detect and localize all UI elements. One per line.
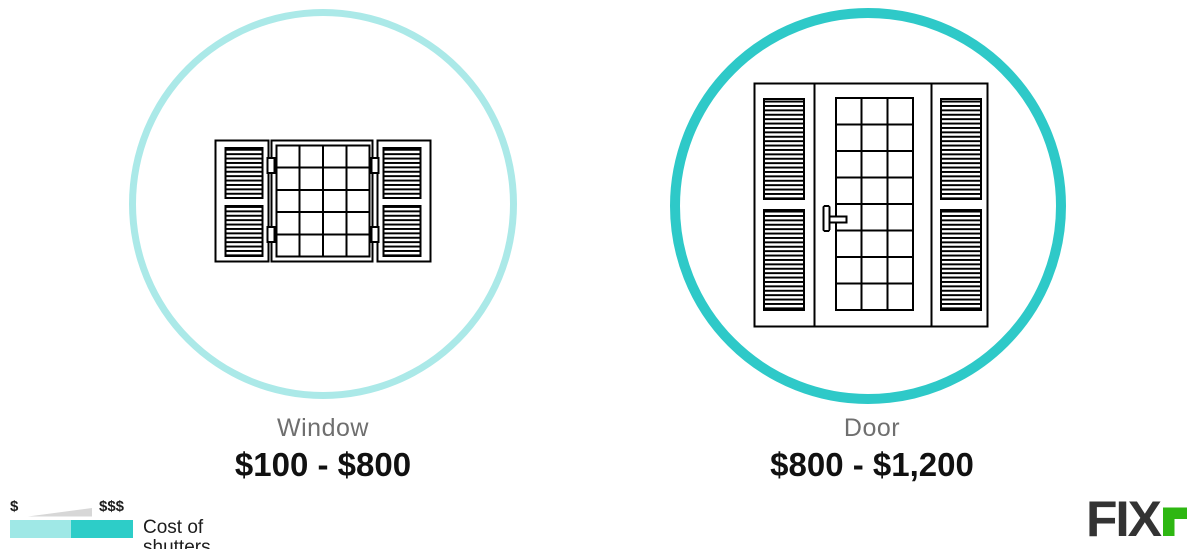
- door-label: Door: [843, 414, 901, 442]
- price-scale-triangle-icon: [28, 508, 92, 517]
- fixr-logo-text: FIX: [1086, 497, 1162, 541]
- window-label: Window: [277, 414, 369, 442]
- door-price-range: $800 - $1,200: [770, 446, 974, 483]
- fixr-logo-r-icon: [1163, 507, 1187, 536]
- window-with-shutters-icon: [214, 139, 432, 263]
- door-cost-circle: [670, 8, 1066, 404]
- window-price-range: $100 - $800: [234, 446, 412, 483]
- fixr-logo[interactable]: FIX: [1086, 491, 1188, 547]
- door-handle-icon: [822, 205, 831, 232]
- legend-high-cost-swatch: [71, 520, 133, 538]
- price-scale-high-label: $$$: [99, 498, 125, 515]
- legend-caption: Cost of shutters by location (materials …: [143, 517, 211, 549]
- price-scale-low-label: $: [10, 498, 19, 515]
- legend-low-cost-swatch: [10, 520, 71, 538]
- window-cost-circle: [129, 9, 517, 399]
- door-with-shutters-icon: [753, 82, 989, 328]
